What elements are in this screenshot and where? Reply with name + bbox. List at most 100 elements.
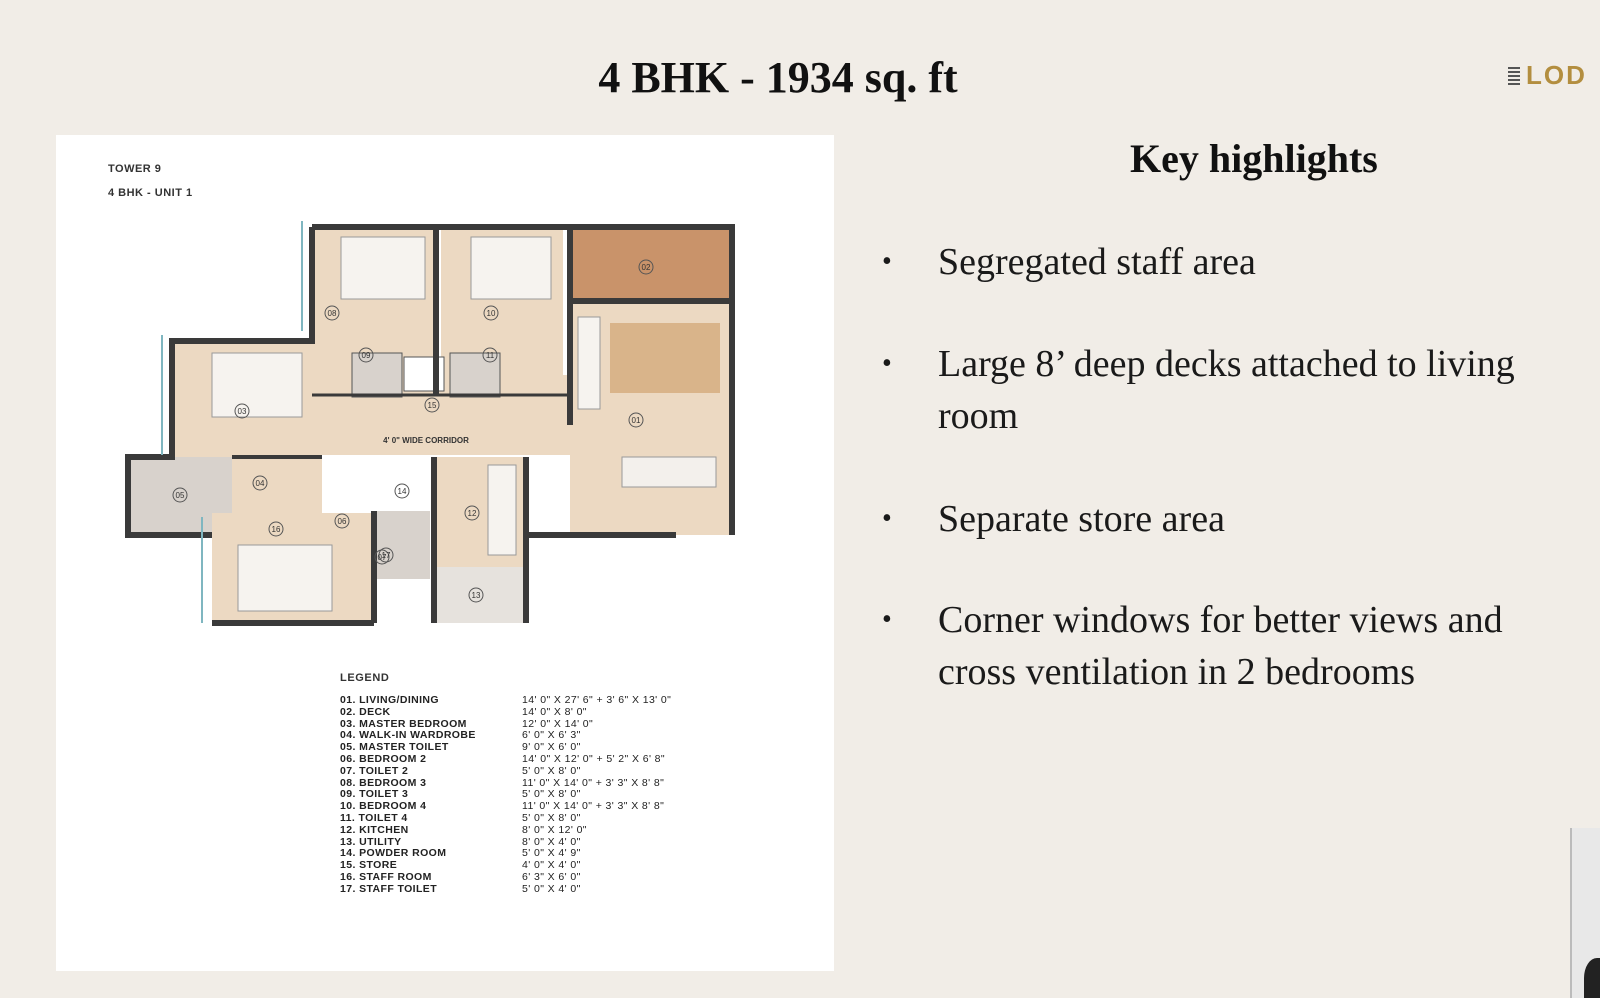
legend-room-dimensions: 5' 0" X 8' 0" — [522, 764, 581, 777]
dining-table — [621, 456, 717, 488]
room-marker-circle — [483, 305, 499, 321]
legend-room-name: 14. POWDER ROOM — [340, 847, 447, 860]
room-marker-circle — [374, 549, 390, 565]
legend-row: 06. BEDROOM 2 14' 0" X 12' 0" + 5' 2" X 6… — [340, 752, 671, 766]
counter-kitchen — [487, 464, 517, 556]
legend-room-dimensions: 6' 0" X 6' 3" — [522, 729, 581, 742]
corridor-label: 4' 0" WIDE CORRIDOR — [383, 436, 469, 445]
logo-bars-icon — [1508, 66, 1520, 85]
sofa — [577, 316, 601, 410]
floor-deck — [570, 227, 732, 301]
legend-row: 04. WALK-IN WARDROBE 6' 0" X 6' 3" — [340, 730, 671, 742]
legend-room-name: 06. BEDROOM 2 — [340, 752, 427, 765]
highlight-text: Separate store area — [938, 498, 1225, 540]
room-marker-circle — [324, 305, 340, 321]
legend-row: 16. STAFF ROOM 6' 3" X 6' 0" — [340, 870, 671, 884]
legend-room-name: 02. DECK — [340, 705, 391, 718]
bed-bedroom-3 — [340, 236, 426, 300]
legend-room-dimensions: 9' 0" X 6' 0" — [522, 741, 581, 754]
room-marker: 04 — [256, 479, 265, 488]
room-marker: 10 — [487, 309, 496, 318]
legend-row: 10. BEDROOM 4 11' 0" X 14' 0" + 3' 3" X 8… — [340, 800, 671, 813]
legend-room-dimensions: 14' 0" X 12' 0" + 5' 2" X 6' 8" — [522, 752, 666, 765]
room-marker: 16 — [272, 525, 281, 534]
bed-bedroom-4 — [470, 236, 552, 300]
room-marker: 17 — [382, 551, 391, 560]
legend-room-name: 10. BEDROOM 4 — [340, 800, 427, 813]
legend-row: 02. DECK 14' 0" X 8' 0" — [340, 705, 671, 719]
legend-room-dimensions: 11' 0" X 14' 0" + 3' 3" X 8' 8" — [522, 800, 665, 813]
legend-room-name: 03. MASTER BEDROOM — [340, 717, 467, 730]
brand-logo: LOD — [1508, 60, 1587, 91]
bullet-icon: • — [882, 604, 892, 635]
legend-room-name: 17. STAFF TOILET — [340, 882, 438, 895]
room-marker-circle — [424, 397, 440, 413]
legend-row: 08. BEDROOM 3 11' 0" X 14' 0" + 3' 3" X 8… — [340, 776, 671, 790]
room-marker: 03 — [238, 407, 247, 416]
legend-row: 17. STAFF TOILET 5' 0" X 4' 0" — [340, 882, 671, 896]
legend-row: 07. TOILET 2 5' 0" X 8' 0" — [340, 764, 671, 778]
tower-label: TOWER 9 — [108, 163, 162, 175]
video-thumbnail[interactable] — [1570, 828, 1600, 998]
room-marker-circle — [234, 403, 250, 419]
highlight-text: room — [938, 395, 1019, 437]
legend-room-name: 01. LIVING/DINING — [340, 694, 439, 706]
bed-master — [211, 352, 303, 418]
room-marker: 05 — [176, 491, 185, 500]
legend-room-dimensions: 5' 0" X 4' 0" — [522, 882, 581, 895]
room-marker: 02 — [642, 263, 651, 272]
toilet-4-fixtures — [449, 352, 501, 398]
windows — [161, 221, 303, 623]
room-marker: 06 — [338, 517, 347, 526]
legend-row: 05. MASTER TOILET 9' 0" X 6' 0" — [340, 741, 671, 754]
legend-room-dimensions: 8' 0" X 4' 0" — [522, 835, 581, 848]
floor-plan-card: TOWER 9 4 BHK - UNIT 1 — [56, 135, 834, 971]
legend-room-name: 09. TOILET 3 — [340, 788, 409, 801]
legend-room-dimensions: 5' 0" X 8' 0" — [522, 788, 581, 801]
room-marker-circle — [378, 547, 394, 563]
furniture — [211, 236, 720, 612]
room-marker-circle — [334, 513, 350, 529]
room-marker-circle — [628, 412, 644, 428]
highlight-text: cross ventilation in 2 bedrooms — [938, 651, 1416, 693]
room-marker-circle — [464, 505, 480, 521]
highlight-text: Corner windows for better views and — [938, 599, 1503, 641]
highlight-text: Segregated staff area — [938, 241, 1256, 283]
unit-label: 4 BHK - UNIT 1 — [108, 187, 193, 199]
legend-room-name: 07. TOILET 2 — [340, 764, 409, 777]
bullet-icon: • — [882, 503, 892, 534]
legend-room-name: 04. WALK-IN WARDROBE — [340, 729, 476, 742]
legend-room-name: 13. UTILITY — [340, 835, 402, 848]
page-title: 4 BHK - 1934 sq. ft — [598, 53, 958, 102]
room-marker-circle — [468, 587, 484, 603]
legend-room-name: 16. STAFF ROOM — [340, 870, 432, 883]
room-marker: 12 — [468, 509, 477, 518]
floor-utility — [434, 567, 526, 623]
legend-room-name: 08. BEDROOM 3 — [340, 776, 427, 789]
legend-room-dimensions: 14' 0" X 8' 0" — [522, 705, 587, 718]
legend-room-dimensions: 11' 0" X 14' 0" + 3' 3" X 8' 8" — [522, 776, 665, 789]
legend-title: LEGEND — [340, 672, 390, 684]
key-highlights-title: Key highlights — [1130, 136, 1378, 181]
legend-row: 09. TOILET 3 5' 0" X 8' 0" — [340, 789, 671, 801]
legend-room-name: 05. MASTER TOILET — [340, 741, 449, 754]
room-marker: 11 — [486, 351, 495, 360]
room-marker: 01 — [632, 416, 641, 425]
legend-room-dimensions: 6' 3" X 6' 0" — [522, 870, 581, 883]
room-marker-circle — [638, 259, 654, 275]
legend-room-dimensions: 4' 0" X 4' 0" — [522, 859, 581, 872]
room-marker: 08 — [328, 309, 337, 318]
room-marker-circle — [358, 347, 374, 363]
bed-bedroom-2 — [237, 544, 333, 612]
room-marker-circle — [394, 483, 410, 499]
room-marker: 13 — [472, 591, 481, 600]
room-marker: 07 — [378, 553, 387, 562]
room-marker-circle — [252, 475, 268, 491]
